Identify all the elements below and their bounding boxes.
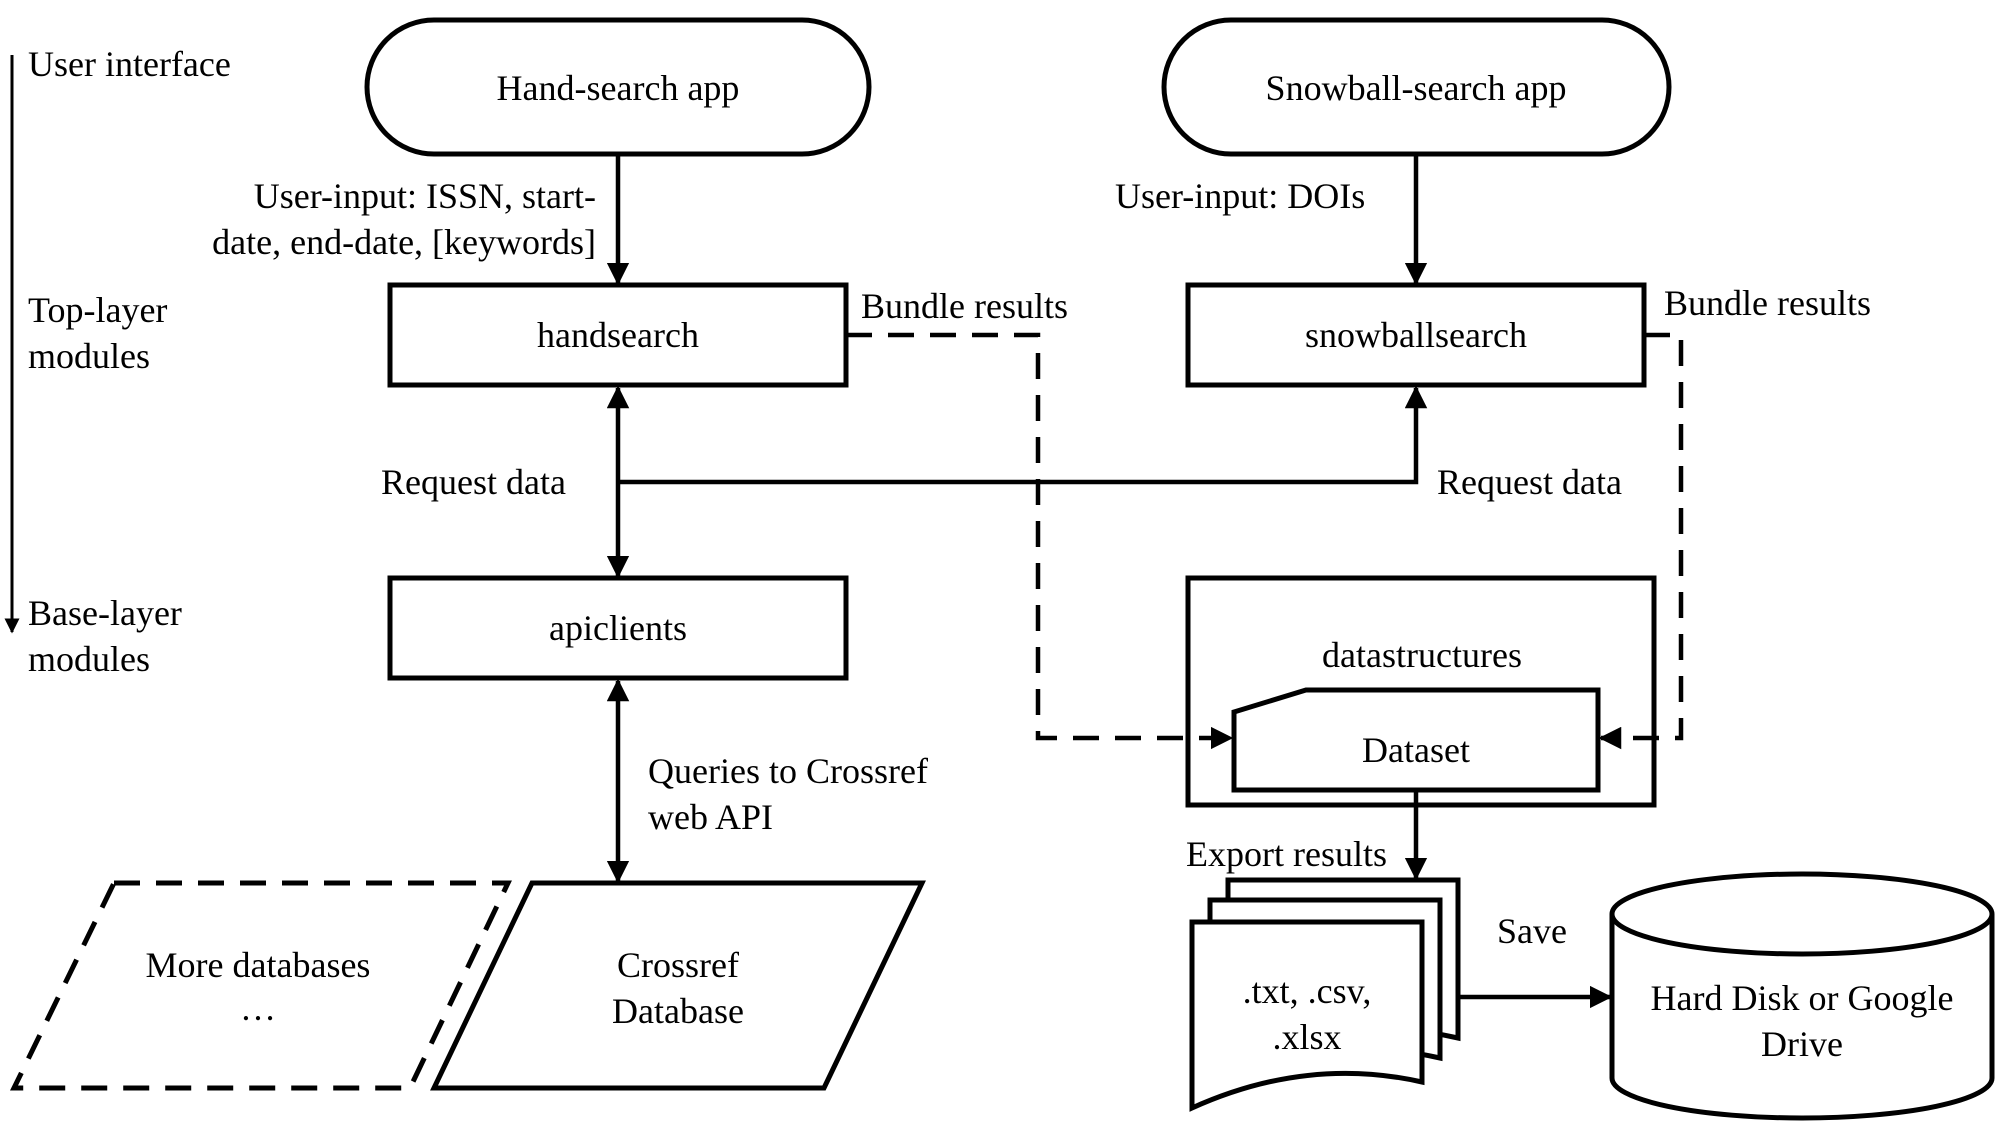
bundle-results-left-label: Bundle results bbox=[861, 286, 1068, 326]
hand-input-label: User-input: ISSN, start- bbox=[254, 176, 596, 216]
request-data-left-label: Request data bbox=[381, 462, 566, 502]
legend-top-layer-modules: modules bbox=[28, 336, 150, 376]
crossref-database-node: Crossref Database bbox=[430, 880, 926, 1091]
bundle-results-right-arrow bbox=[1598, 332, 1684, 750]
hand-search-app-label: Hand-search app bbox=[497, 68, 740, 108]
handsearch-node: handsearch bbox=[387, 282, 849, 388]
handsearch-label: handsearch bbox=[537, 315, 699, 355]
dataset-node: Dataset bbox=[1231, 687, 1601, 793]
storage-label: Hard Disk or Google bbox=[1651, 978, 1954, 1018]
queries-label-2: web API bbox=[648, 797, 773, 837]
snowballsearch-node: snowballsearch bbox=[1185, 282, 1647, 388]
exported-files-node: .txt, .csv, .xlsx bbox=[1189, 877, 1461, 1112]
request-data-right-label: Request data bbox=[1437, 462, 1622, 502]
hand-input-label-2: date, end-date, [keywords] bbox=[212, 222, 596, 262]
apiclients-label: apiclients bbox=[549, 608, 687, 648]
legend-base-layer-modules: modules bbox=[28, 639, 150, 679]
more-databases-node: More databases … bbox=[9, 880, 512, 1091]
snowballsearch-label: snowballsearch bbox=[1305, 315, 1527, 355]
legend-user-interface: User interface bbox=[28, 44, 231, 84]
more-databases-label: More databases bbox=[146, 945, 371, 985]
more-databases-ellipsis: … bbox=[240, 988, 276, 1028]
snowballsearch-request-arrow bbox=[618, 385, 1428, 485]
legend-base-layer: Base-layer bbox=[28, 593, 182, 633]
snowball-search-app-node: Snowball-search app bbox=[1161, 17, 1672, 157]
datastructures-label: datastructures bbox=[1322, 635, 1522, 675]
exported-files-label: .txt, .csv, bbox=[1243, 971, 1372, 1011]
snowball-input-label: User-input: DOIs bbox=[1115, 176, 1365, 216]
save-label: Save bbox=[1497, 911, 1567, 951]
bundle-results-left-arrow bbox=[846, 332, 1234, 750]
hand-search-app-node: Hand-search app bbox=[364, 17, 872, 157]
crossref-database-label: Crossref bbox=[617, 945, 739, 985]
bundle-results-right-label: Bundle results bbox=[1664, 283, 1871, 323]
export-results-label: Export results bbox=[1186, 834, 1387, 874]
legend-top-layer: Top-layer bbox=[28, 290, 167, 330]
apiclients-node: apiclients bbox=[387, 575, 849, 681]
storage-label-2: Drive bbox=[1761, 1024, 1843, 1064]
snowball-search-app-label: Snowball-search app bbox=[1266, 68, 1567, 108]
queries-label: Queries to Crossref bbox=[648, 751, 928, 791]
crossref-database-label-2: Database bbox=[612, 991, 744, 1031]
dataset-label: Dataset bbox=[1362, 730, 1470, 770]
layer-legend: User interface Top-layer modules Base-la… bbox=[4, 44, 231, 679]
exported-files-label-2: .xlsx bbox=[1272, 1017, 1341, 1057]
storage-node: Hard Disk or Google Drive bbox=[1609, 871, 1995, 1121]
